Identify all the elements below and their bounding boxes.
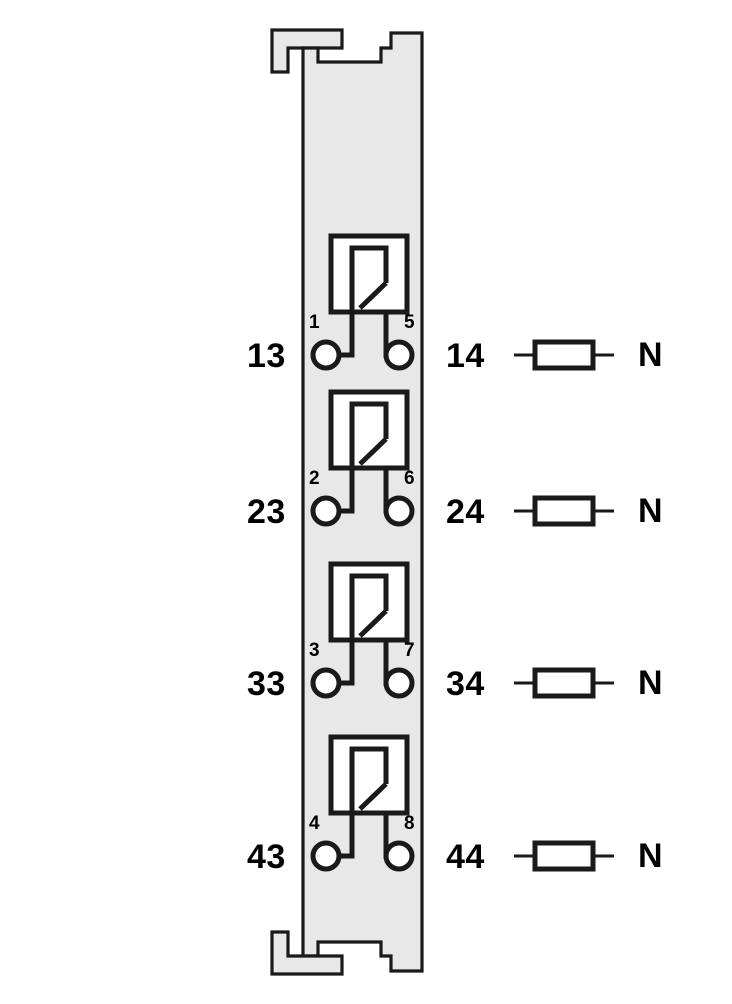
right-terminal-label-44: 44 — [446, 838, 485, 876]
contact-number-label-4: 4 — [309, 813, 320, 834]
module-top-tab — [270, 28, 344, 74]
left-terminal-label-43: 43 — [247, 838, 286, 876]
load-body-2 — [532, 495, 596, 527]
relay-contact-blade-3 — [358, 609, 388, 638]
channel-2-group — [310, 389, 614, 527]
terminal-contact-4[interactable] — [310, 840, 342, 872]
contact-number-label-3: 3 — [309, 640, 320, 661]
load-body-1 — [532, 339, 596, 371]
relay-contact-blade-1 — [358, 281, 388, 310]
contact-number-label-8: 8 — [404, 813, 415, 834]
neutral-label-1: N — [638, 336, 663, 374]
channel-3-group — [310, 561, 614, 699]
load-symbol-1 — [514, 339, 614, 371]
load-symbol-3 — [514, 667, 614, 699]
relay-symbol-1 — [328, 233, 410, 315]
right-terminal-label-24: 24 — [446, 493, 485, 531]
relay-symbol-4 — [328, 734, 410, 816]
contact-number-label-5: 5 — [404, 312, 415, 333]
terminal-contact-5[interactable] — [383, 339, 415, 371]
relay-contact-blade-4 — [358, 782, 388, 811]
wire-left-3 — [339, 640, 355, 686]
contact-number-label-1: 1 — [309, 312, 320, 333]
contact-number-label-2: 2 — [309, 468, 320, 489]
terminal-contact-1[interactable] — [310, 339, 342, 371]
wire-left-4 — [339, 813, 355, 859]
right-terminal-label-14: 14 — [446, 337, 485, 375]
load-body-3 — [532, 667, 596, 699]
terminal-contact-3[interactable] — [310, 667, 342, 699]
relay-contact-arm-1 — [349, 245, 389, 312]
neutral-label-3: N — [638, 664, 663, 702]
load-symbol-2 — [514, 495, 614, 527]
terminal-contact-7[interactable] — [383, 667, 415, 699]
contact-number-label-6: 6 — [404, 468, 415, 489]
channel-4-group — [310, 734, 614, 872]
left-terminal-label-23: 23 — [247, 493, 286, 531]
left-terminal-label-13: 13 — [247, 337, 286, 375]
neutral-label-4: N — [638, 837, 663, 875]
relay-contact-arm-3 — [349, 573, 389, 640]
wire-left-1 — [339, 312, 355, 358]
neutral-label-2: N — [638, 492, 663, 530]
load-body-4 — [532, 840, 596, 872]
left-terminal-label-33: 33 — [247, 665, 286, 703]
relay-contact-arm-4 — [349, 746, 389, 813]
relay-contact-blade-2 — [358, 437, 388, 466]
load-symbol-4 — [514, 840, 614, 872]
terminal-contact-8[interactable] — [383, 840, 415, 872]
module-bottom-tab — [270, 930, 344, 976]
channel-1-group — [310, 233, 614, 371]
wire-left-2 — [339, 468, 355, 514]
terminal-contact-2[interactable] — [310, 495, 342, 527]
relay-contact-arm-2 — [349, 401, 389, 468]
relay-symbol-2 — [328, 389, 410, 471]
contact-number-label-7: 7 — [404, 640, 415, 661]
relay-symbol-3 — [328, 561, 410, 643]
terminal-contact-6[interactable] — [383, 495, 415, 527]
right-terminal-label-34: 34 — [446, 665, 485, 703]
